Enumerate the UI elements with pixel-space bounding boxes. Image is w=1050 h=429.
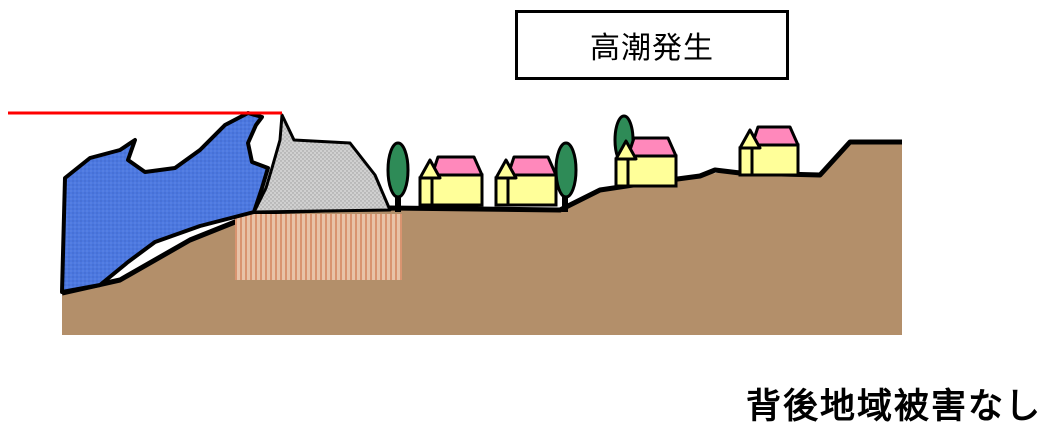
sea-wave xyxy=(60,111,270,294)
house-icon xyxy=(418,155,484,207)
ground xyxy=(62,142,902,335)
title-box: 高潮発生 xyxy=(515,10,789,80)
house-icon xyxy=(614,136,678,188)
house-icon xyxy=(494,155,558,207)
diagram-title: 高潮発生 xyxy=(590,31,714,66)
house-icon xyxy=(738,125,800,177)
foundation-soil xyxy=(235,214,402,280)
embankment xyxy=(252,113,392,214)
tree-icon xyxy=(386,141,410,212)
result-caption: 背後地域被害なし xyxy=(745,387,1042,427)
tree-icon xyxy=(554,141,578,212)
